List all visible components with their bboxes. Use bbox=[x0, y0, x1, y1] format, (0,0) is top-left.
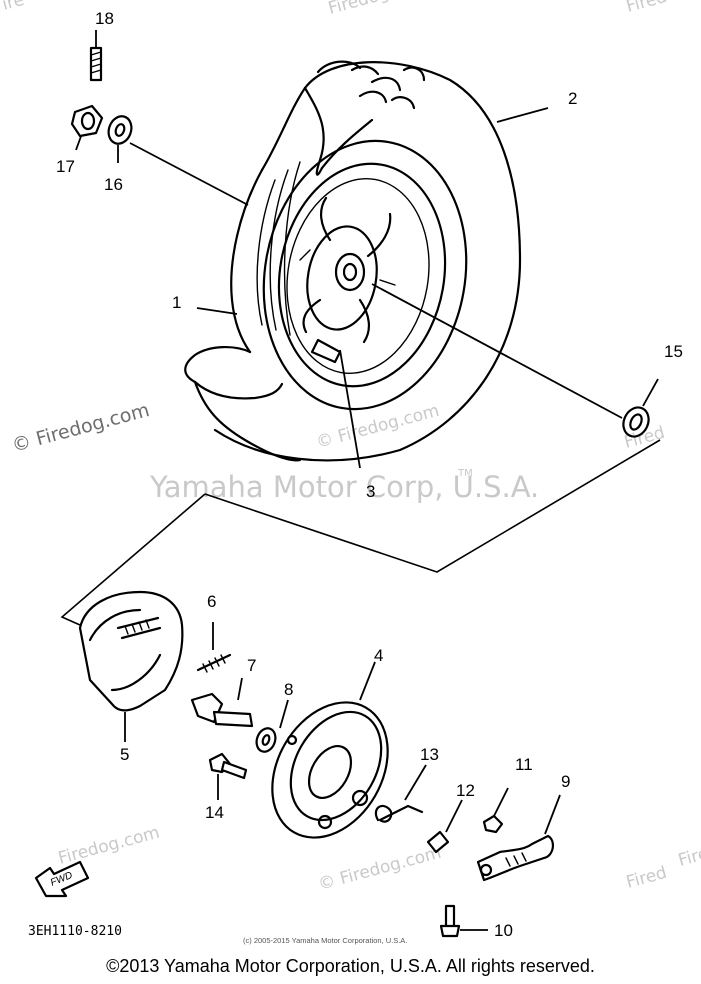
brake-panel-part-4 bbox=[271, 661, 389, 839]
part-code: 3EH1110-8210 bbox=[28, 924, 122, 939]
washer-part-8 bbox=[255, 699, 289, 753]
small-credit: (c) 2005-2015 Yamaha Motor Corporation, … bbox=[243, 936, 407, 945]
upper-leaders bbox=[60, 107, 661, 626]
callout-15: 15 bbox=[664, 342, 683, 361]
forward-arrow-icon: FWD bbox=[34, 860, 90, 898]
callout-11: 11 bbox=[515, 755, 533, 774]
washer-part-15 bbox=[622, 406, 650, 438]
watermark-site-lower-left: Firedog.com bbox=[56, 823, 162, 869]
callout-12: 12 bbox=[456, 781, 475, 800]
callout-3: 3 bbox=[366, 482, 375, 501]
bolt-part-18 bbox=[89, 30, 103, 82]
watermark-tm: TM bbox=[457, 468, 473, 479]
callout-9: 9 bbox=[561, 772, 570, 791]
watermark-site-lower-center: © Firedog.com bbox=[316, 843, 443, 895]
return-spring-part-13 bbox=[374, 764, 427, 823]
camshaft-part-7 bbox=[190, 677, 254, 728]
spring-part-6 bbox=[196, 622, 232, 673]
callout-16: 16 bbox=[104, 175, 123, 194]
callout-2: 2 bbox=[568, 89, 577, 108]
callout-14: 14 bbox=[205, 803, 224, 822]
watermark-fragment-right: Fired bbox=[676, 841, 701, 871]
bolt-part-10 bbox=[439, 904, 488, 938]
callout-17: 17 bbox=[56, 157, 75, 176]
callout-1: 1 bbox=[172, 293, 181, 312]
wheel-assembly bbox=[184, 60, 522, 462]
watermark-site-center: © Firedog.com bbox=[314, 401, 441, 453]
brake-arm-part-9 bbox=[476, 794, 561, 882]
watermark-fragment-tl: ire bbox=[0, 0, 26, 15]
watermark-fragment-tr: Fired bbox=[624, 0, 669, 17]
washer-part-16 bbox=[107, 115, 133, 145]
callout-5: 5 bbox=[120, 745, 129, 764]
brake-shoes-part-5 bbox=[78, 590, 184, 742]
copyright-footer: ©2013 Yamaha Motor Corporation, U.S.A. A… bbox=[106, 956, 595, 976]
callout-8: 8 bbox=[284, 680, 293, 699]
callout-18: 18 bbox=[95, 9, 114, 28]
bolt-part-14 bbox=[208, 752, 248, 800]
watermark-main: Yamaha Motor Corp, U.S.A. bbox=[149, 470, 539, 504]
watermark-fragment-br: Fired bbox=[624, 863, 669, 893]
nut-part-11 bbox=[482, 787, 509, 834]
callout-7: 7 bbox=[247, 656, 256, 675]
indicator-plate-part-12 bbox=[426, 799, 463, 854]
watermark-site-left: © Firedog.com bbox=[10, 399, 152, 457]
callout-6: 6 bbox=[207, 592, 216, 611]
callout-10: 10 bbox=[494, 921, 513, 940]
watermark-site-top: Firedog.com bbox=[326, 0, 432, 19]
callout-numbers: 1 2 3 4 5 6 7 8 9 10 11 12 13 14 15 16 1… bbox=[56, 9, 683, 940]
callout-4: 4 bbox=[374, 646, 383, 665]
nut-part-17 bbox=[70, 104, 104, 138]
callout-13: 13 bbox=[420, 745, 439, 764]
